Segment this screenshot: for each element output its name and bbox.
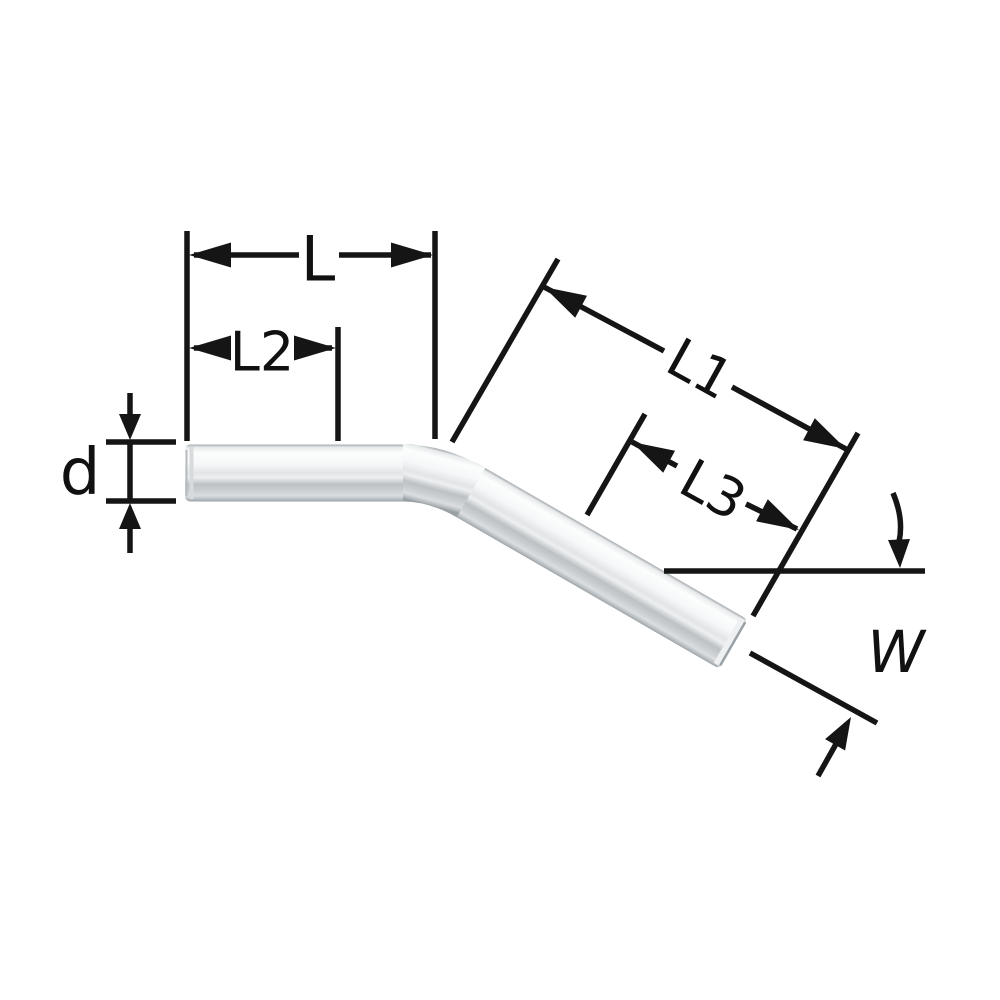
dimension-L1-label: L1 bbox=[657, 326, 744, 412]
dimension-W-label: W bbox=[867, 618, 927, 686]
pipe-bend bbox=[402, 444, 486, 518]
arrowhead-left bbox=[189, 242, 231, 268]
dimension-L-label: L bbox=[301, 223, 336, 296]
arrowhead-right bbox=[756, 499, 799, 530]
angle-arc-arrow-shaft bbox=[890, 491, 904, 543]
extension-line-left bbox=[449, 257, 561, 444]
arrowhead-up bbox=[119, 503, 141, 529]
dimension-L2-label: L2 bbox=[230, 321, 294, 384]
pipe-right-end-cap bbox=[713, 617, 745, 666]
extension-line-right bbox=[750, 431, 861, 618]
dimension-L3: L3 bbox=[584, 412, 799, 533]
dimension-d-label: d bbox=[60, 436, 101, 510]
dimension-L1: L1 bbox=[449, 257, 861, 618]
arrowhead-up bbox=[825, 717, 851, 751]
dimension-d: d bbox=[60, 393, 176, 553]
extension-line-left bbox=[584, 412, 648, 517]
pipe-horizontal-leg bbox=[185, 444, 418, 502]
arrowhead-right bbox=[391, 242, 433, 268]
pipe-angled-leg bbox=[447, 463, 747, 668]
arrowhead-left bbox=[632, 442, 675, 473]
angle-reference-line bbox=[748, 650, 879, 726]
leader-arrow-shaft bbox=[815, 742, 839, 778]
pipe-right-end-edge bbox=[719, 621, 747, 667]
dimension-L2: L2 bbox=[189, 321, 341, 441]
arrowhead-right bbox=[294, 335, 336, 361]
arrowhead-left bbox=[189, 335, 231, 361]
dimension-W-angle: W bbox=[664, 491, 927, 778]
arrowhead-left bbox=[544, 287, 587, 318]
pipe-elbow bbox=[185, 444, 747, 668]
dimension-L: L bbox=[184, 223, 438, 441]
dimension-L3-label: L3 bbox=[670, 447, 757, 533]
arrowhead-down bbox=[888, 539, 910, 568]
arrowhead-right bbox=[803, 418, 846, 449]
arrowhead-down bbox=[119, 414, 141, 440]
